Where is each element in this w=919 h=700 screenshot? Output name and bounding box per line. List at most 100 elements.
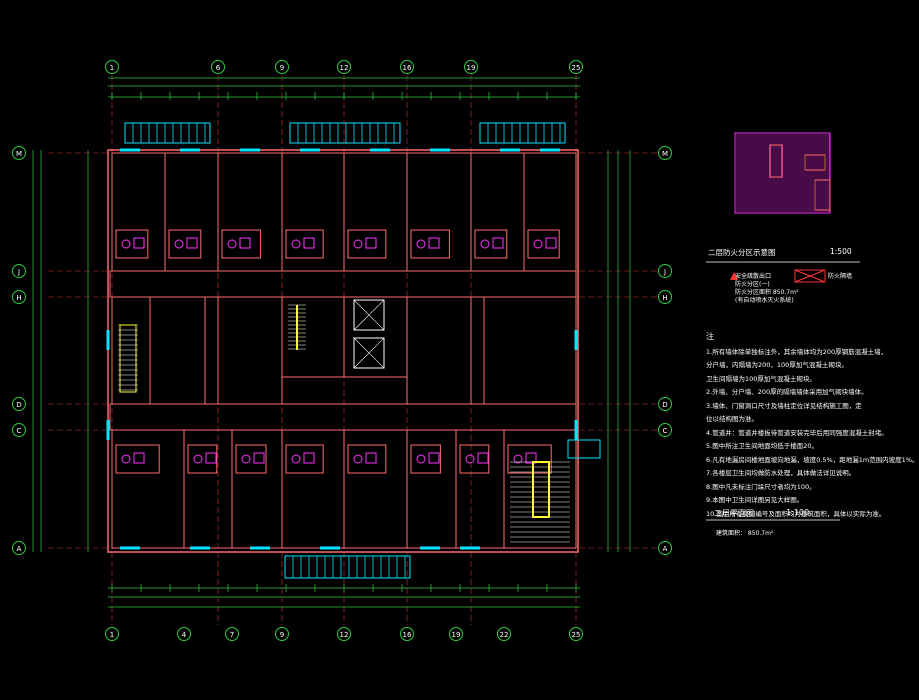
toilet-fixture	[513, 454, 523, 464]
sink-fixture	[133, 237, 145, 249]
grid-bottom-22-circle	[497, 627, 511, 641]
legend-partition: 防火隔墙	[828, 273, 853, 280]
south-bathroom	[459, 444, 490, 474]
grid-bottom-12-circle	[337, 627, 351, 641]
south-bathroom	[285, 444, 324, 474]
elevator-x	[353, 337, 385, 369]
corridor-south	[109, 403, 577, 431]
grid-bottom-4-label: 4	[182, 631, 187, 639]
south-room	[455, 429, 505, 549]
sink-fixture	[477, 452, 489, 464]
north-room	[111, 152, 166, 272]
grid-bottom-7-circle	[225, 627, 239, 641]
sink-fixture	[205, 452, 217, 464]
sink-fixture	[133, 452, 145, 464]
south-room	[231, 429, 283, 549]
grid-left-J-circle	[12, 264, 26, 278]
toilet-fixture	[227, 239, 237, 249]
toilet-fixture	[353, 454, 363, 464]
grid-top-1-label: 1	[110, 64, 114, 72]
legend-zone-2: 防火分区面积 850.7m²	[735, 289, 799, 296]
sink-fixture	[428, 237, 440, 249]
outer-wall	[107, 149, 579, 553]
grid-bottom-19-circle	[449, 627, 463, 641]
south-bathroom	[235, 444, 267, 474]
south-room	[503, 429, 577, 549]
grid-right-D-label: D	[662, 401, 667, 409]
grid-top-9-label: 9	[280, 64, 284, 72]
grid-left-A-label: A	[17, 545, 22, 553]
toilet-fixture	[121, 239, 131, 249]
north-room	[523, 152, 577, 272]
toilet-fixture	[416, 454, 426, 464]
grid-left-J-label: J	[17, 268, 20, 276]
plan-area: 建筑面积： 850.7m²	[716, 530, 774, 537]
elevator-x	[353, 299, 385, 331]
grid-right-C-label: C	[663, 427, 668, 435]
grid-top-19-circle	[464, 60, 478, 74]
grid-left-C-label: C	[17, 427, 22, 435]
legend-zone-1: 防火分区(一)	[735, 281, 770, 288]
grid-left-M-circle	[12, 146, 26, 160]
south-room	[111, 429, 185, 549]
grid-bottom-7-label: 7	[230, 631, 234, 639]
grid-right-J-label: J	[663, 268, 666, 276]
grid-right-J-circle	[658, 264, 672, 278]
sink-fixture	[545, 237, 557, 249]
thumb-core	[804, 154, 826, 171]
north-room	[343, 152, 408, 272]
south-bathroom	[115, 444, 160, 474]
grid-top-16-label: 16	[403, 64, 412, 72]
note-line: 3.墙体、门窗洞口尺寸及墙柱定位详见结构施工图，定	[706, 401, 862, 410]
legend-zone-3: (有自动喷水灭火系统)	[735, 297, 794, 304]
grid-left-H-label: H	[16, 294, 21, 302]
toilet-fixture	[465, 454, 475, 464]
note-line: 5.图中所注卫生间地面均低于楼面20。	[706, 442, 818, 450]
note-line: 7.各楼层卫生间均做防水处理，具体做法详见说明。	[706, 469, 856, 477]
grid-top-16-circle	[400, 60, 414, 74]
corridor-north	[109, 270, 577, 298]
north-room	[164, 152, 219, 272]
thumb-stair	[814, 179, 831, 211]
plan-title: 二层平面图	[714, 509, 754, 518]
sink-fixture	[492, 237, 504, 249]
note-line: 6.凡有地漏房间楼地面坡向地漏，坡度0.5%，距地漏1m范围内坡度1%。	[706, 455, 919, 464]
grid-bottom-25-circle	[569, 627, 583, 641]
sink-fixture	[428, 452, 440, 464]
grid-bottom-4-circle	[177, 627, 191, 641]
south-room	[343, 429, 408, 549]
south-bathroom	[507, 444, 552, 474]
grid-bottom-16-circle	[400, 627, 414, 641]
grid-right-C-circle	[658, 423, 672, 437]
grid-top-6-label: 6	[216, 64, 221, 72]
north-room	[406, 152, 472, 272]
south-room	[406, 429, 457, 549]
north-bathroom	[474, 229, 508, 259]
note-line: 4.管道井：管道井楼板待管道安装完毕后用同强度混凝土封堵。	[706, 428, 888, 437]
grid-top-9-circle	[275, 60, 289, 74]
stair-rail	[532, 461, 550, 518]
south-room	[183, 429, 233, 549]
sink-fixture	[253, 452, 265, 464]
balcony-window	[284, 555, 411, 579]
note-line: 9.本图中卫生间详图另见大样图。	[706, 496, 804, 504]
north-room	[470, 152, 525, 272]
grid-top-25-circle	[569, 60, 583, 74]
toilet-fixture	[353, 239, 363, 249]
north-bathroom	[221, 229, 261, 259]
core-room	[217, 296, 283, 405]
sink-fixture	[303, 237, 315, 249]
plan-scale: 1:100	[786, 508, 810, 517]
core-room	[149, 296, 206, 405]
grid-top-12-label: 12	[340, 64, 349, 72]
north-bathroom	[410, 229, 450, 259]
sink-fixture	[365, 237, 377, 249]
general-notes: 注 1.所有墙体除单独标注外，其余墙体均为200厚钢筋混凝土墙， 分户墙，内隔墙…	[706, 330, 919, 521]
grid-bottom-22-label: 22	[500, 631, 509, 639]
grid-top-19-label: 19	[467, 64, 476, 72]
south-bathroom	[187, 444, 218, 474]
elevator-shaft	[353, 337, 385, 369]
north-bathroom	[168, 229, 202, 259]
north-room	[281, 152, 345, 272]
toilet-fixture	[480, 239, 490, 249]
